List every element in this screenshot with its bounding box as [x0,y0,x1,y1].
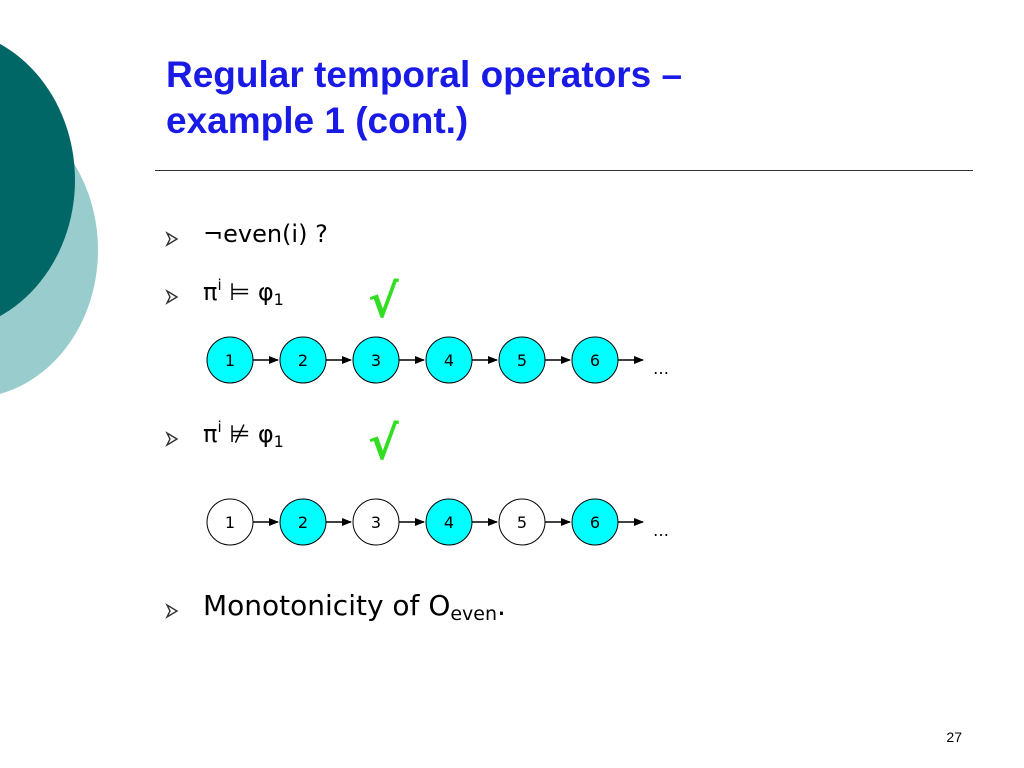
pi-symbol: π [203,278,218,306]
bullet-text: ¬even(i) ? [203,220,328,248]
state-node-label: 2 [298,513,308,532]
bullet-even-question: ¬even(i) ? [165,220,328,248]
state-node-label: 6 [590,351,600,370]
arrowhead-bullet-icon [165,289,179,305]
pi-symbol: π [203,420,218,448]
superscript-i: i [217,418,222,436]
arrowhead-bullet-icon [165,431,179,447]
title-divider [155,170,973,171]
period: . [497,589,506,622]
arrowhead-bullet-icon [165,231,179,247]
phi-symbol: φ [257,278,274,306]
state-node-label: 5 [517,513,527,532]
state-node-label: 1 [225,351,235,370]
superscript-i: i [217,276,222,294]
bullet-formula: πi ⊨ φ1 [203,276,284,309]
state-node-label: 4 [444,513,454,532]
checkmark-icon: √ [368,416,399,470]
decorative-dark-circle [0,43,75,317]
decorative-circles [0,43,98,394]
slide-title-line-1: Regular temporal operators – [166,54,683,95]
subscript-even: even [450,603,498,625]
monotonicity-text: Monotonicity of O [203,589,451,622]
phi-symbol: φ [257,420,274,448]
bullet-not-satisfies: πi ⊭ φ1 [165,418,284,451]
bullet-monotonicity: Monotonicity of Oeven. [165,589,506,625]
state-node-label: 6 [590,513,600,532]
arrowhead-bullet-icon [165,603,179,619]
slide-title: Regular temporal operators – example 1 (… [166,52,966,144]
state-node-label: 3 [371,351,381,370]
subscript-1: 1 [273,432,284,451]
page-number: 27 [946,729,962,745]
bullet-text: Monotonicity of Oeven. [203,589,506,625]
state-chain-not-satisfies: 1 2 3 4 5 6 … [206,498,669,546]
bullet-formula: πi ⊭ φ1 [203,418,284,451]
checkmark-icon: √ [368,274,399,328]
not-satisfies-symbol: ⊭ [229,420,251,448]
ellipsis: … [653,521,669,540]
state-chain-satisfies: 1 2 3 4 5 6 … [206,336,669,384]
bullet-satisfies: πi ⊨ φ1 [165,276,284,309]
state-node-label: 1 [225,513,235,532]
ellipsis: … [653,359,669,378]
state-node-label: 4 [444,351,454,370]
satisfies-symbol: ⊨ [229,278,251,306]
subscript-1: 1 [273,290,284,309]
state-node-label: 5 [517,351,527,370]
slide-title-line-2: example 1 (cont.) [166,100,469,141]
state-node-label: 2 [298,351,308,370]
state-node-label: 3 [371,513,381,532]
